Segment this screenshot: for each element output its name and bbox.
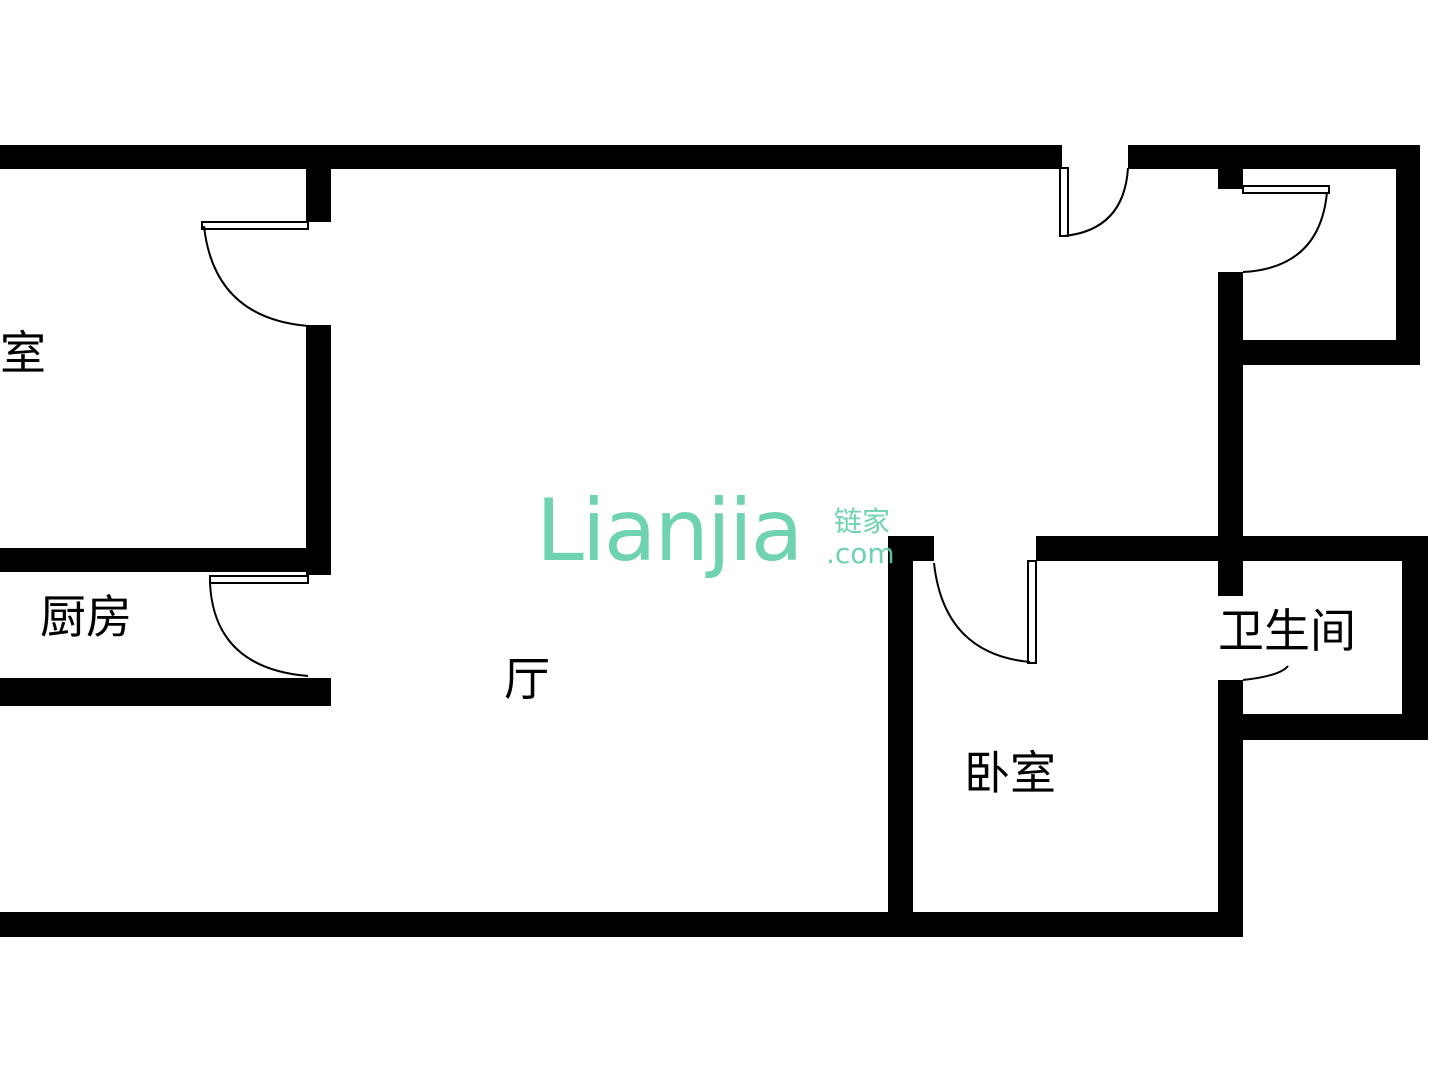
wall-right-lower — [1218, 680, 1243, 936]
door-kitchen-leaf — [209, 575, 309, 584]
wall-top — [0, 145, 1062, 169]
door-bedroom-arc — [933, 562, 1031, 663]
room-label-bedroom: 卧室 — [964, 746, 1056, 800]
watermark-domain: .com — [826, 537, 895, 570]
wall-closet-bottom — [1218, 340, 1420, 365]
watermark-brand: Lianjia — [536, 481, 803, 581]
wall-kitchen-bottom — [0, 678, 331, 706]
doors — [201, 167, 1330, 681]
door-bath-arc — [1242, 665, 1289, 681]
wall-bath-bottom — [1243, 714, 1428, 740]
room-label-living: 厅 — [504, 652, 550, 706]
wall-bedroom-left — [888, 536, 913, 936]
wall-left-upper-b — [306, 325, 331, 575]
door-closet-arc — [1242, 191, 1328, 273]
wall-right-mid — [1218, 560, 1243, 596]
wall-bottom — [0, 912, 1243, 937]
wall-bath-right — [1402, 536, 1428, 740]
door-closet-leaf — [1242, 185, 1330, 194]
wall-bath-top — [1036, 536, 1428, 561]
room-label-bathroom: 卫生间 — [1218, 604, 1356, 658]
door-left-room-leaf — [201, 221, 309, 230]
door-left-room-arc — [203, 225, 309, 327]
wall-closet-right — [1396, 145, 1420, 365]
wall-closet-stub — [1218, 169, 1243, 189]
door-entry-arc — [1063, 167, 1129, 237]
watermark-chinese: 链家 — [834, 505, 891, 538]
room-label-bedroom-left: 室 — [0, 326, 46, 380]
wall-right-upper — [1218, 272, 1243, 564]
walls — [0, 145, 1428, 937]
door-bedroom-leaf — [1027, 560, 1037, 664]
wall-room-bottom — [0, 548, 331, 572]
wall-top-right — [1128, 145, 1420, 169]
door-kitchen-arc — [209, 582, 309, 677]
wall-left-upper-a — [306, 145, 331, 222]
room-label-kitchen: 厨房 — [40, 590, 132, 644]
door-entry-leaf — [1059, 167, 1069, 237]
